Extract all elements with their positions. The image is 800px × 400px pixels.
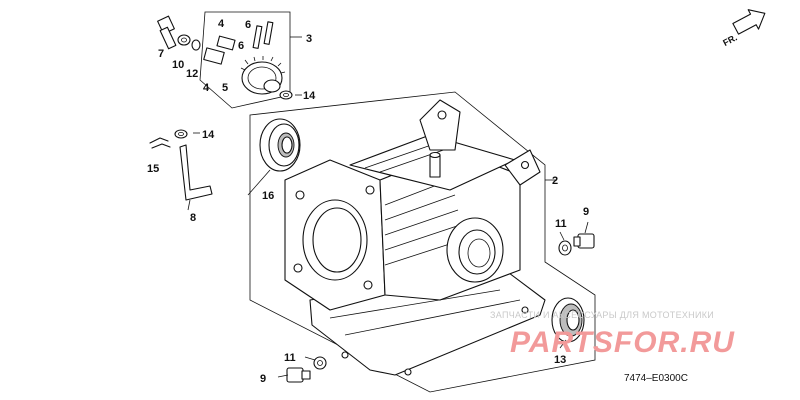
- part-bearing-16: [259, 118, 301, 172]
- callout-7: 7: [158, 48, 164, 60]
- callout-10: 10: [172, 59, 184, 71]
- part-governor-gear-5: [240, 56, 286, 95]
- part-washer-14-upper: [279, 90, 293, 100]
- part-washer-10: [177, 34, 191, 46]
- callout-6-upper: 6: [245, 19, 251, 31]
- part-governor-holder: [203, 21, 274, 65]
- callout-14-lower: 14: [202, 129, 215, 141]
- callout-4-upper: 4: [218, 18, 225, 30]
- part-bolt-7: [157, 15, 177, 50]
- callout-15: 15: [147, 163, 159, 175]
- drawing-code: 7474–E0300C: [624, 373, 688, 384]
- part-bolt-9-lower: [286, 367, 311, 383]
- assembly-outline: [249, 91, 596, 393]
- callout-5: 5: [222, 82, 228, 94]
- callout-6-lower: 6: [238, 40, 244, 52]
- part-washer-11-right: [558, 240, 572, 256]
- leader-lines: [187, 94, 589, 378]
- callout-11-right: 11: [555, 218, 567, 230]
- callout-4-lower: 4: [203, 82, 210, 94]
- watermark-caption: ЗАПЧАСТИ И АКСЕССУАРЫ ДЛЯ МОТОТЕХНИКИ: [490, 310, 714, 320]
- callout-14-upper: 14: [303, 90, 316, 102]
- part-oil-seal-13: [551, 297, 585, 343]
- callout-16: 16: [262, 190, 274, 202]
- callout-9-right: 9: [583, 206, 589, 218]
- part-clip-12: [191, 39, 201, 51]
- front-direction-arrow: [732, 9, 766, 35]
- callout-11-lower: 11: [284, 352, 296, 364]
- part-bolt-9-right: [573, 233, 595, 249]
- part-clip-15: [149, 137, 171, 149]
- callout-3: 3: [306, 33, 312, 45]
- governor-group-bracket: [199, 11, 291, 109]
- callout-9-lower: 9: [260, 373, 266, 385]
- callout-2: 2: [552, 175, 558, 187]
- callout-8: 8: [190, 212, 196, 224]
- part-governor-shaft-8: [179, 144, 213, 201]
- part-washer-11-lower: [313, 356, 327, 370]
- orientation-label: FR.: [721, 32, 738, 48]
- watermark-brand: PARTSFOR.RU: [510, 326, 735, 359]
- callout-13: 13: [554, 354, 566, 366]
- callout-12: 12: [186, 68, 198, 80]
- part-washer-14-lower: [174, 129, 188, 139]
- part-crankcase-2: [284, 99, 546, 376]
